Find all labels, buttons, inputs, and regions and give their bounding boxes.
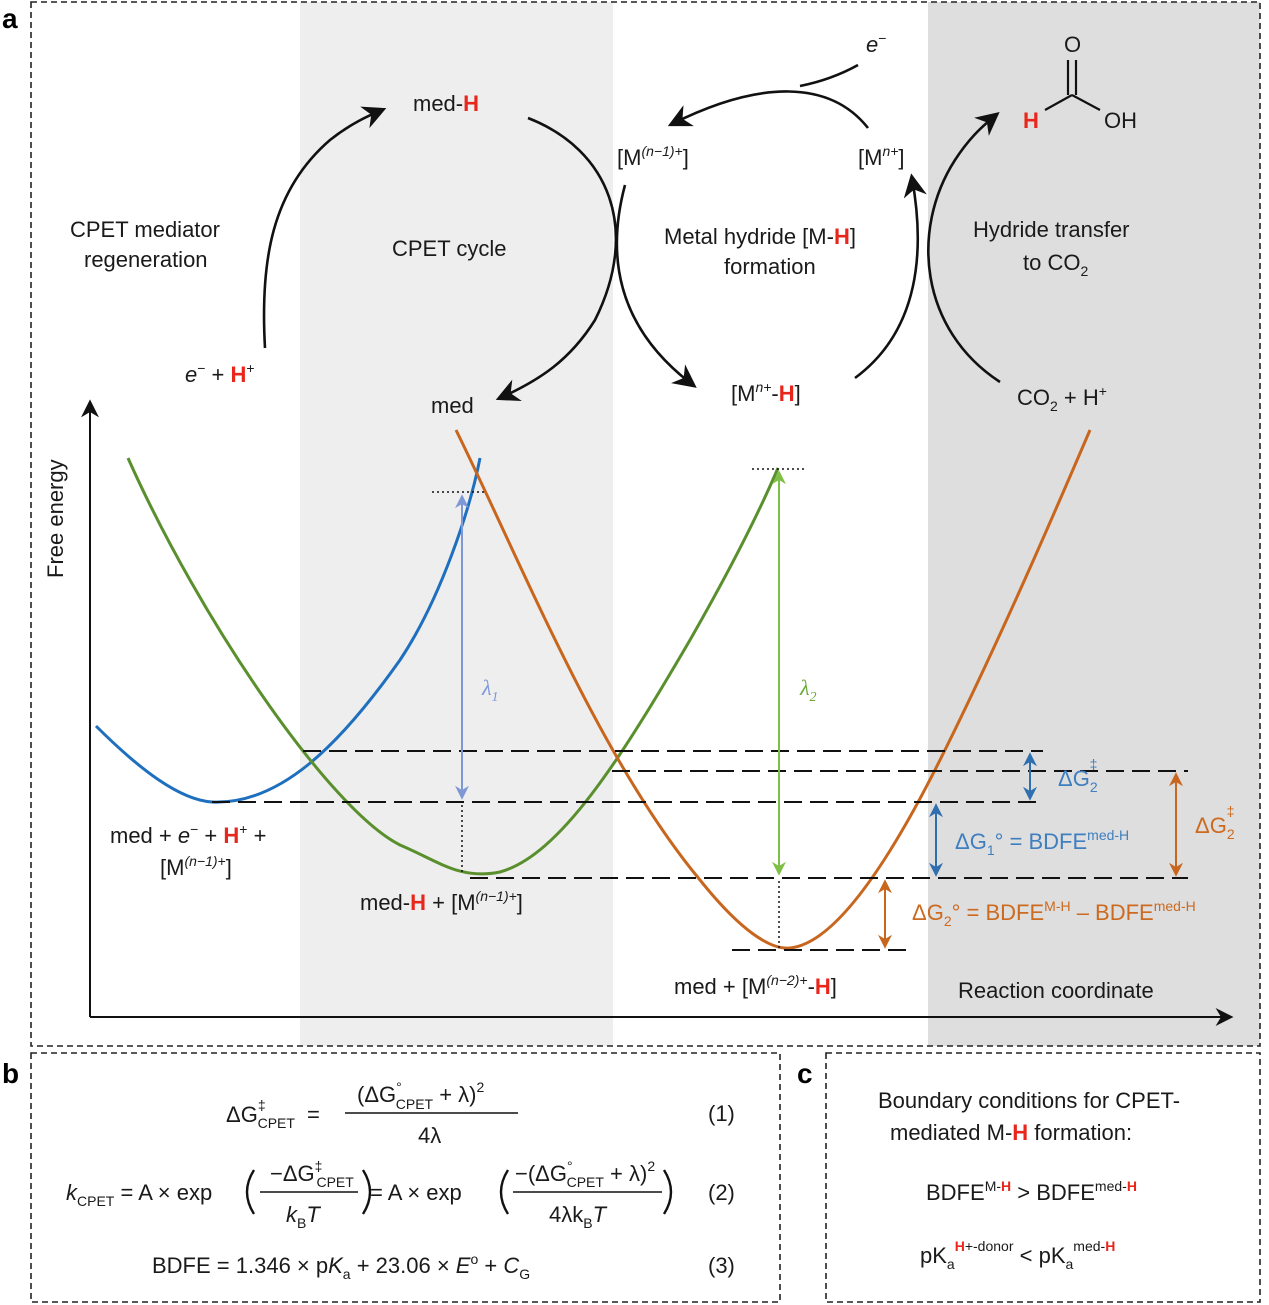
species-co2-h: CO2 + H+ xyxy=(1017,383,1107,414)
curve-orange xyxy=(454,429,1092,950)
arc-mh-formation xyxy=(615,184,697,388)
lambda1-label: λ1 xyxy=(481,675,499,705)
dg2-label: ΔG2° = BDFEM-H – BDFEmed-H xyxy=(912,898,1196,929)
formic-oh: OH xyxy=(1104,108,1137,133)
equation-1: ΔG‡CPET= (ΔG°CPET + λ)2 4λ (1) xyxy=(226,1079,735,1148)
arc-electron-in xyxy=(799,63,859,88)
label-hydride-transfer-2: to CO2 xyxy=(1023,250,1088,279)
species-m-n-h: [Mn+-H] xyxy=(731,379,801,406)
equation-2: kCPET = A × exp −ΔG‡CPET kBT = A × exp −… xyxy=(66,1158,735,1231)
label-mediator-regen-2: regeneration xyxy=(84,247,208,272)
state-2: med-H + [M(n−1)+] xyxy=(360,888,523,915)
cycle-arrows xyxy=(262,63,1001,401)
curve-blue xyxy=(94,457,482,804)
svg-text:ΔG‡CPET=: ΔG‡CPET= xyxy=(226,1097,320,1131)
label-metal-hydride-2: formation xyxy=(724,254,816,279)
svg-text:−(ΔG°CPET + λ)2: −(ΔG°CPET + λ)2 xyxy=(515,1158,655,1190)
arc-cpet-right xyxy=(495,116,618,401)
boundary-condition-1: BDFEM-H > BDFEmed-H xyxy=(926,1178,1137,1205)
state-1-line1: med + e− + H+ + xyxy=(110,821,266,848)
panel-a-border xyxy=(30,1,1261,1047)
curve-green xyxy=(126,457,780,876)
energy-levels xyxy=(212,750,1188,951)
label-mediator-regen-1: CPET mediator xyxy=(70,217,220,242)
svg-text:kCPET = A × exp: kCPET = A × exp xyxy=(66,1180,212,1209)
boundary-title-2: mediated M-H formation: xyxy=(890,1120,1132,1145)
species-med: med xyxy=(431,393,474,418)
panel-label-c: c xyxy=(797,1058,813,1089)
boundary-title-1: Boundary conditions for CPET- xyxy=(878,1088,1180,1113)
state-3: med + [M(n−2)+-H] xyxy=(674,972,837,999)
svg-text:−ΔG‡CPET: −ΔG‡CPET xyxy=(270,1158,354,1190)
shade-hydride xyxy=(928,2,1260,1046)
label-metal-hydride-1: Metal hydride [M-H] xyxy=(664,224,856,249)
formic-h: H xyxy=(1023,108,1039,133)
svg-text:(1): (1) xyxy=(708,1101,735,1126)
svg-text:4λkBT: 4λkBT xyxy=(549,1202,608,1231)
svg-text:(ΔG°CPET + λ)2: (ΔG°CPET + λ)2 xyxy=(357,1079,485,1112)
arc-regenerate xyxy=(854,173,927,380)
state-1-line2: [M(n−1)+] xyxy=(160,853,232,880)
boundary-condition-2: pKaH+-donor < pKamed-H xyxy=(920,1238,1115,1272)
arc-electron xyxy=(667,90,870,129)
arc-hydride-transfer xyxy=(927,112,1001,384)
species-med-h: med-H xyxy=(413,91,479,116)
formic-o: O xyxy=(1064,32,1081,57)
panel-label-b: b xyxy=(2,1058,19,1089)
species-e-h: e− + H+ xyxy=(185,360,255,387)
label-cpet-cycle: CPET cycle xyxy=(392,236,507,261)
svg-text:(3): (3) xyxy=(708,1253,735,1278)
species-e-minus: e− xyxy=(866,30,886,57)
x-axis-label: Reaction coordinate xyxy=(958,978,1154,1003)
svg-text:4λ: 4λ xyxy=(418,1123,441,1148)
svg-text:= A × exp: = A × exp xyxy=(370,1180,462,1205)
formic-acid: O H OH xyxy=(1023,32,1137,133)
arc-left-up xyxy=(262,106,387,349)
svg-text:(2): (2) xyxy=(708,1180,735,1205)
equation-3: BDFE = 1.346 × pKa + 23.06 × Eo + CG (3) xyxy=(152,1251,735,1282)
dg1-label: ΔG1° = BDFEmed-H xyxy=(955,827,1129,858)
lambda2-label: λ2 xyxy=(799,675,817,705)
species-m-n: [Mn+] xyxy=(858,143,905,170)
y-axis-label: Free energy xyxy=(43,459,68,578)
panel-b-border xyxy=(30,1052,781,1303)
dg2-ts-orange-label: ΔG2‡ xyxy=(1195,803,1235,842)
svg-text:kBT: kBT xyxy=(286,1202,321,1231)
species-m-n1: [M(n−1)+] xyxy=(617,143,689,170)
panel-label-a: a xyxy=(2,3,18,34)
label-hydride-transfer-1: Hydride transfer xyxy=(973,217,1130,242)
panel-c-border xyxy=(825,1052,1261,1303)
svg-text:BDFE = 1.346 × pKa + 23.06 × E: BDFE = 1.346 × pKa + 23.06 × Eo + CG xyxy=(152,1251,530,1282)
dg2-ts-blue-label: ΔG2‡ xyxy=(1058,756,1098,795)
